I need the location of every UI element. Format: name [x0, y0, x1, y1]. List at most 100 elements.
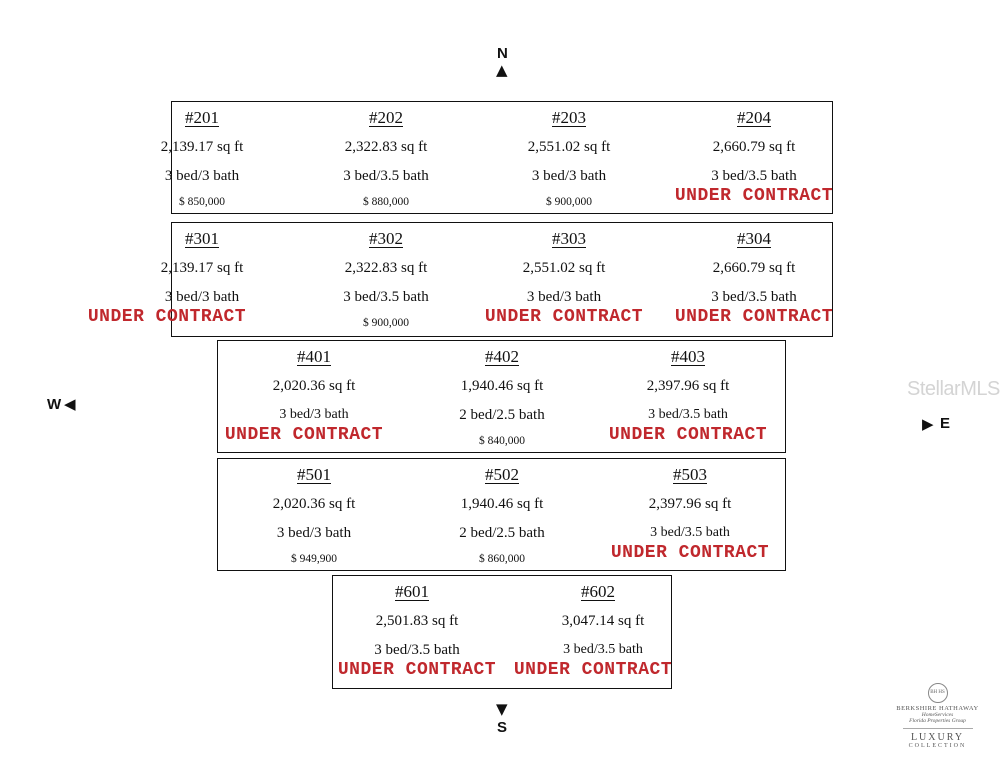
unit-price: $ 949,900: [291, 553, 337, 565]
unit-status-badge: UNDER CONTRACT: [674, 186, 834, 206]
south-arrow-icon: ▼: [496, 700, 508, 718]
unit-number: #202: [369, 108, 403, 127]
unit-beds: 3 bed/3.5 bath: [563, 642, 643, 657]
unit-sqft: 1,940.46 sq ft: [460, 496, 544, 512]
unit-price: $ 900,000: [546, 196, 592, 208]
compass-south-label: S: [497, 719, 508, 736]
unit-number: #503: [673, 465, 707, 484]
unit-number: #301: [185, 229, 219, 248]
unit-status-badge: UNDER CONTRACT: [484, 307, 644, 327]
unit-card[interactable]: #502 1,940.46 sq ft 2 bed/2.5 bath $ 860…: [402, 459, 602, 570]
unit-number: #403: [671, 347, 705, 366]
unit-sqft: 2,139.17 sq ft: [160, 139, 244, 155]
unit-beds: 3 bed/3.5 bath: [374, 642, 460, 658]
unit-beds: 2 bed/2.5 bath: [459, 525, 545, 541]
bhhs-seal-icon: BH HS: [927, 683, 948, 703]
stellarmls-watermark: StellarMLS: [907, 378, 1000, 400]
unit-card[interactable]: #402 1,940.46 sq ft 2 bed/2.5 bath $ 840…: [402, 341, 602, 452]
unit-beds: 3 bed/3 bath: [279, 407, 349, 422]
unit-number: #302: [369, 229, 403, 248]
unit-card[interactable]: #204 2,660.79 sq ft 3 bed/3.5 bath UNDER…: [654, 102, 854, 213]
unit-sqft: 2,397.96 sq ft: [646, 378, 730, 394]
unit-number: #502: [485, 465, 519, 484]
unit-beds: 3 bed/3 bath: [531, 168, 607, 184]
unit-sqft: 1,940.46 sq ft: [460, 378, 544, 394]
logo-office-line: Florida Properties Group: [909, 718, 966, 724]
north-arrow-icon: ▲: [496, 61, 508, 79]
unit-card[interactable]: #401 2,020.36 sq ft 3 bed/3 bath UNDER C…: [214, 341, 414, 452]
unit-card[interactable]: #302 2,322.83 sq ft 3 bed/3.5 bath $ 900…: [286, 223, 486, 336]
unit-card[interactable]: #602 3,047.14 sq ft 3 bed/3.5 bath UNDER…: [503, 576, 703, 688]
unit-number: #201: [185, 108, 219, 127]
unit-card[interactable]: #304 2,660.79 sq ft 3 bed/3.5 bath UNDER…: [654, 223, 854, 336]
unit-card[interactable]: #601 2,501.83 sq ft 3 bed/3.5 bath UNDER…: [317, 576, 517, 688]
unit-status-badge: UNDER CONTRACT: [608, 425, 768, 445]
unit-sqft: 2,551.02 sq ft: [527, 139, 611, 155]
unit-beds: 3 bed/3.5 bath: [711, 289, 797, 305]
floor-6-panel: #601 2,501.83 sq ft 3 bed/3.5 bath UNDER…: [332, 575, 672, 689]
unit-number: #402: [485, 347, 519, 366]
unit-status-badge: UNDER CONTRACT: [87, 307, 247, 327]
unit-number: #303: [552, 229, 586, 248]
unit-status-badge: UNDER CONTRACT: [224, 425, 384, 445]
unit-beds: 3 bed/3.5 bath: [650, 525, 730, 540]
east-arrow-icon: ▶: [922, 415, 934, 433]
logo-collection-line: COLLECTION: [908, 743, 967, 749]
unit-price: $ 860,000: [479, 553, 525, 565]
unit-sqft: 2,551.02 sq ft: [522, 260, 606, 276]
unit-beds: 3 bed/3 bath: [276, 525, 352, 541]
unit-card[interactable]: #301 2,139.17 sq ft 3 bed/3 bath UNDER C…: [88, 223, 302, 336]
unit-price: $ 850,000: [179, 196, 225, 208]
unit-beds: 3 bed/3 bath: [164, 289, 240, 305]
west-arrow-icon: ◀: [64, 395, 76, 413]
unit-sqft: 2,660.79 sq ft: [712, 139, 796, 155]
unit-beds: 2 bed/2.5 bath: [459, 407, 545, 423]
unit-card[interactable]: #202 2,322.83 sq ft 3 bed/3.5 bath $ 880…: [286, 102, 486, 213]
unit-price: $ 900,000: [363, 317, 409, 329]
unit-sqft: 2,139.17 sq ft: [160, 260, 244, 276]
unit-sqft: 2,397.96 sq ft: [648, 496, 732, 512]
unit-sqft: 2,501.83 sq ft: [375, 613, 459, 629]
unit-number: #204: [737, 108, 771, 127]
berkshire-hathaway-logo: BH HS BERKSHIRE HATHAWAY HomeServices Fl…: [880, 683, 995, 749]
logo-brand-line: BERKSHIRE HATHAWAY: [896, 705, 979, 712]
unit-status-badge: UNDER CONTRACT: [610, 543, 770, 563]
unit-number: #602: [581, 582, 615, 601]
unit-status-badge: UNDER CONTRACT: [513, 660, 673, 680]
unit-beds: 3 bed/3 bath: [526, 289, 602, 305]
unit-card[interactable]: #503 2,397.96 sq ft 3 bed/3.5 bath UNDER…: [590, 459, 790, 570]
floor-2-panel: #201 2,139.17 sq ft 3 bed/3 bath $ 850,0…: [161, 101, 833, 214]
unit-sqft: 2,020.36 sq ft: [272, 378, 356, 394]
unit-beds: 3 bed/3.5 bath: [343, 289, 429, 305]
unit-number: #401: [297, 347, 331, 366]
unit-card[interactable]: #303 2,551.02 sq ft 3 bed/3 bath UNDER C…: [464, 223, 664, 336]
unit-number: #501: [297, 465, 331, 484]
unit-price: $ 880,000: [363, 196, 409, 208]
unit-card[interactable]: #203 2,551.02 sq ft 3 bed/3 bath $ 900,0…: [469, 102, 669, 213]
unit-card[interactable]: #201 2,139.17 sq ft 3 bed/3 bath $ 850,0…: [102, 102, 302, 213]
unit-number: #304: [737, 229, 771, 248]
unit-beds: 3 bed/3 bath: [164, 168, 240, 184]
unit-sqft: 2,322.83 sq ft: [344, 260, 428, 276]
floor-3-panel: #301 2,139.17 sq ft 3 bed/3 bath UNDER C…: [88, 222, 833, 337]
unit-sqft: 2,322.83 sq ft: [344, 139, 428, 155]
unit-number: #601: [395, 582, 429, 601]
floor-5-panel: #501 2,020.36 sq ft 3 bed/3 bath $ 949,9…: [217, 458, 786, 571]
floor-4-panel: #401 2,020.36 sq ft 3 bed/3 bath UNDER C…: [217, 340, 786, 453]
compass-north-label: N: [497, 45, 508, 62]
unit-card[interactable]: #403 2,397.96 sq ft 3 bed/3.5 bath UNDER…: [588, 341, 788, 452]
logo-divider: [902, 728, 973, 729]
unit-card[interactable]: #501 2,020.36 sq ft 3 bed/3 bath $ 949,9…: [214, 459, 414, 570]
unit-beds: 3 bed/3.5 bath: [711, 168, 797, 184]
unit-sqft: 3,047.14 sq ft: [561, 613, 645, 629]
unit-status-badge: UNDER CONTRACT: [674, 307, 834, 327]
compass-east-label: E: [940, 415, 951, 432]
unit-sqft: 2,660.79 sq ft: [712, 260, 796, 276]
unit-sqft: 2,020.36 sq ft: [272, 496, 356, 512]
logo-luxury-line: LUXURY: [910, 732, 965, 743]
logo-sub-line: HomeServices: [921, 712, 954, 718]
unit-beds: 3 bed/3.5 bath: [343, 168, 429, 184]
unit-price: $ 840,000: [479, 435, 525, 447]
unit-beds: 3 bed/3.5 bath: [648, 407, 728, 422]
unit-status-badge: UNDER CONTRACT: [337, 660, 497, 680]
